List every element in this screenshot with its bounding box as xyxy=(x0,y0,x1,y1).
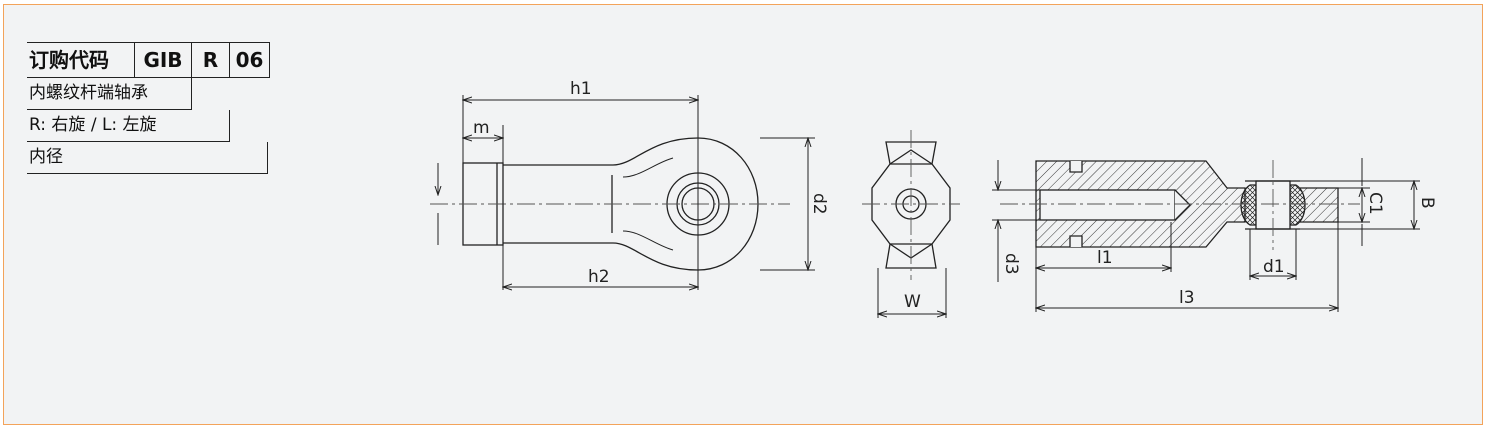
label-d3: d3 xyxy=(1001,253,1021,275)
label-d2: d2 xyxy=(809,193,829,215)
dimension-labels: h1 m h2 d2 W d3 l1 l3 d1 C1 B xyxy=(473,79,1437,312)
label-B: B xyxy=(1417,197,1437,209)
label-C1: C1 xyxy=(1365,192,1385,215)
order-code-series: GIB xyxy=(135,42,192,78)
order-code-bore: 06 xyxy=(230,42,270,78)
label-l3: l3 xyxy=(1179,288,1195,308)
dimension-lines xyxy=(438,95,1420,318)
label-W: W xyxy=(904,292,921,312)
legend-inner-diameter: 内径 xyxy=(27,142,268,174)
legend-thread-direction: R: 右旋 / L: 左旋 xyxy=(27,110,230,142)
label-h1: h1 xyxy=(570,79,592,99)
label-m: m xyxy=(473,118,490,138)
label-h2: h2 xyxy=(588,267,610,287)
order-code-thread-direction: R xyxy=(192,42,230,78)
rod-end-section-view xyxy=(1035,160,1339,248)
label-d1: d1 xyxy=(1263,257,1285,277)
order-code-header-label: 订购代码 xyxy=(27,42,135,78)
legend-product-type: 内螺纹杆端轴承 xyxy=(27,78,192,110)
label-l1: l1 xyxy=(1097,248,1113,268)
